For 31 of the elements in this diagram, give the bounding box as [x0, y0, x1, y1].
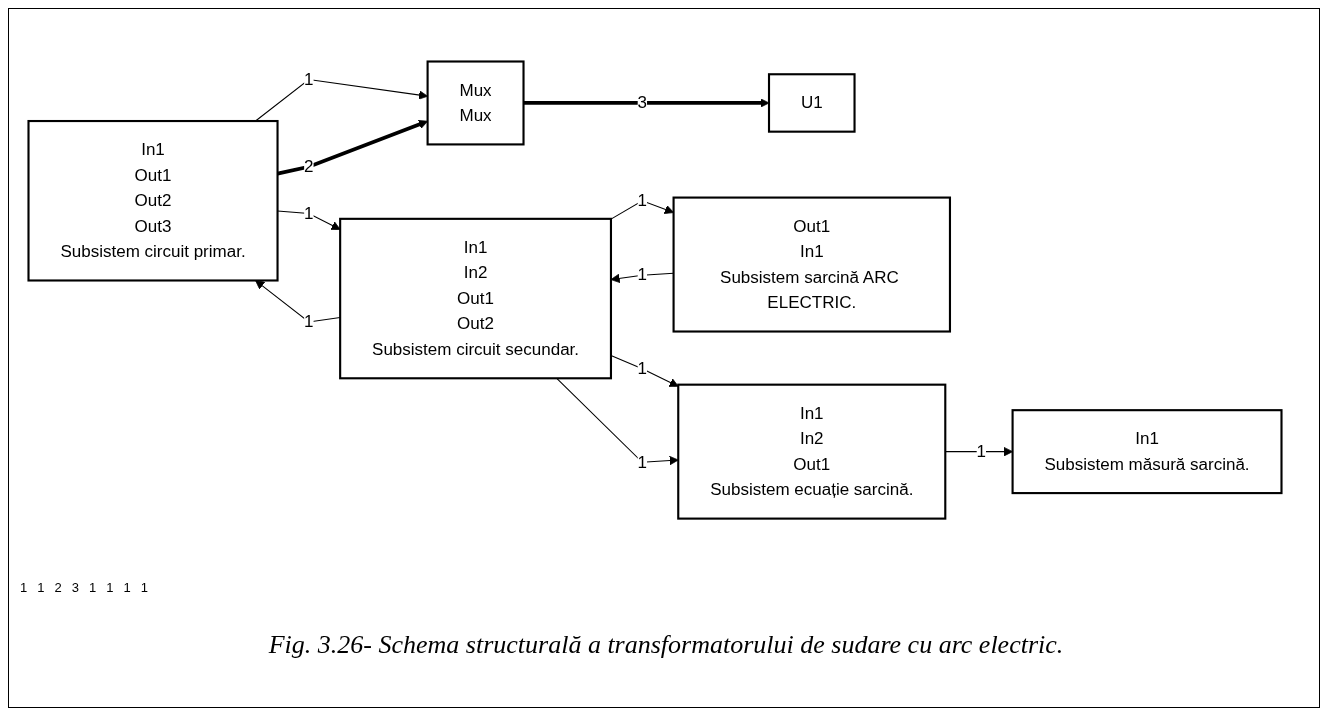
edge-label: 1 — [637, 191, 647, 210]
node-box: In1 In2 Out1 Out2 Subsistem circuit secundar. — [339, 217, 613, 380]
edge-label: 1 — [637, 265, 647, 284]
edge-label: 1 — [637, 359, 647, 378]
edge-label: 3 — [637, 93, 647, 112]
signal-width-label: 1 — [140, 580, 148, 595]
node-box: In1 Subsistem măsură sarcină. — [1011, 409, 1283, 495]
arrow — [610, 354, 679, 387]
node-box: Out1 In1 Subsistem sarcină ARC ELECTRIC. — [672, 196, 952, 333]
node-box: Mux Mux — [426, 60, 525, 146]
edge-label: 1 — [304, 312, 314, 331]
arrow — [277, 210, 341, 230]
signal-width-label: 1 — [88, 580, 97, 595]
signal-width-label: 1 — [123, 580, 131, 595]
edge-label: 1 — [976, 442, 987, 461]
signal-width-label: 3 — [71, 580, 79, 595]
node-box: In1 In2 Out1 Subsistem ecuație sarcină. — [677, 383, 947, 520]
edge-label: 2 — [304, 157, 314, 176]
signal-width-label: 2 — [54, 580, 62, 595]
arrow — [255, 280, 341, 323]
signal-width-label: 1 — [20, 580, 28, 595]
node-box: U1 — [767, 73, 856, 133]
arrow — [523, 98, 770, 108]
figure-caption: Fig. 3.26- Schema structurală a transformatorului de sudare cu arc electric. — [268, 630, 1064, 659]
edge-label: 1 — [637, 452, 647, 471]
edge-label: 1 — [304, 203, 314, 222]
edge-label: 1 — [304, 69, 314, 89]
signal-width-label: 1 — [106, 580, 114, 595]
node-box: In1 Out1 Out2 Out3 Subsistem circuit primar. — [27, 119, 279, 282]
signal-width-label: 1 — [37, 580, 45, 595]
arrow — [277, 119, 428, 176]
